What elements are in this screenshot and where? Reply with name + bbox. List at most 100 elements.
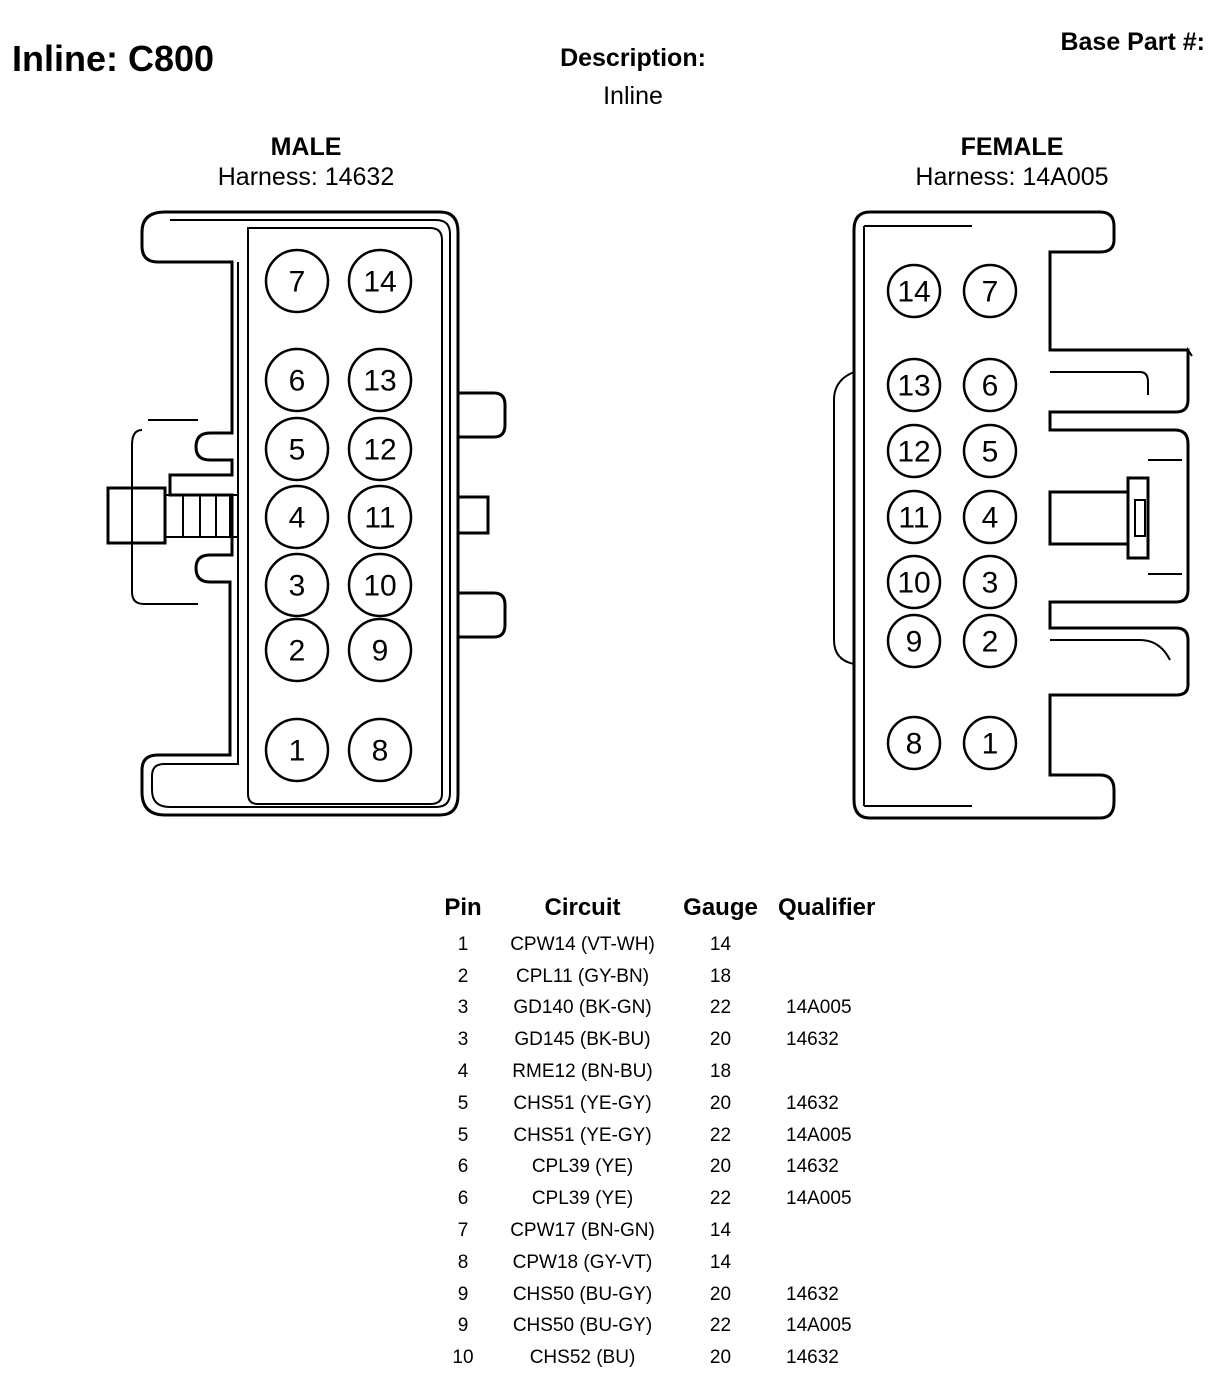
female-pin-2: 2 — [962, 613, 1018, 669]
cell-gauge: 22 — [709, 1188, 732, 1210]
cell-gauge: 20 — [709, 1283, 732, 1305]
cell-gauge: 20 — [709, 1092, 732, 1114]
female-pin-label: 6 — [982, 370, 999, 403]
male-pin-circle — [347, 552, 413, 618]
cell-pin: 1 — [457, 933, 469, 955]
cell-circuit: GD140 (BK-GN) — [513, 997, 652, 1019]
female-title: FEMALE — [960, 133, 1064, 161]
female-connector — [833, 210, 1193, 820]
cell-pin: 6 — [457, 1156, 469, 1178]
male-pin-circle — [264, 617, 330, 683]
female-pin-12: 12 — [886, 423, 942, 479]
cell-circuit: CPW17 (BN-GN) — [510, 1220, 655, 1242]
cell-circuit: RME12 (BN-BU) — [512, 1061, 653, 1083]
cell-circuit: CPL11 (GY-BN) — [515, 965, 650, 987]
male-pin-6: 6 — [264, 347, 330, 413]
female-pin-14: 14 — [886, 263, 942, 319]
cell-pin: 9 — [457, 1315, 469, 1337]
female-pin-11: 11 — [886, 489, 942, 545]
cell-qualifier: 14632 — [786, 1092, 839, 1114]
female-pin-label: 11 — [898, 502, 929, 535]
cell-pin: 8 — [457, 1251, 469, 1273]
male-pin-circle — [264, 416, 330, 482]
header-qualifier: Qualifier — [778, 894, 876, 921]
female-pin-label: 3 — [982, 567, 999, 600]
male-title: MALE — [270, 133, 342, 161]
cell-pin: 5 — [457, 1124, 469, 1146]
male-pin-5: 5 — [264, 416, 330, 482]
female-pin-label: 10 — [897, 567, 930, 600]
description-label: Description: — [560, 44, 706, 72]
male-pin-label: 7 — [289, 266, 306, 299]
male-pin-label: 1 — [289, 735, 306, 768]
female-pin-label: 12 — [897, 436, 930, 469]
female-pin-label: 8 — [906, 728, 923, 761]
cell-qualifier: 14632 — [786, 1156, 839, 1178]
female-pin-label: 13 — [897, 370, 930, 403]
female-pin-label: 2 — [982, 626, 999, 659]
cell-circuit: CHS50 (BU-GY) — [512, 1283, 653, 1305]
cell-pin: 10 — [452, 1347, 474, 1369]
male-pin-label: 10 — [363, 570, 396, 603]
male-pin-circle — [347, 416, 413, 482]
cell-pin: 5 — [457, 1092, 469, 1114]
cell-circuit: CHS51 (YE-GY) — [513, 1124, 652, 1146]
male-pin-label: 2 — [289, 635, 306, 668]
male-pin-label: 6 — [289, 365, 306, 398]
female-pin-label: 14 — [897, 276, 930, 309]
female-pin-circle — [962, 263, 1018, 319]
cell-gauge: 20 — [709, 1156, 732, 1178]
table-header-row: Pin Circuit Gauge Qualifier — [430, 893, 920, 929]
female-pin-circle — [962, 613, 1018, 669]
male-pin-circle — [347, 717, 413, 783]
male-pin-1: 1 — [264, 717, 330, 783]
male-pin-label: 9 — [372, 635, 389, 668]
cell-qualifier — [772, 1247, 920, 1279]
female-pin-circle — [962, 357, 1018, 413]
cell-gauge: 14 — [709, 933, 732, 955]
male-pin-label: 11 — [364, 502, 395, 535]
female-pin-circle — [886, 613, 942, 669]
cell-qualifier: 14632 — [786, 1283, 839, 1305]
female-pin-label: 5 — [982, 436, 999, 469]
cell-gauge: 22 — [709, 1315, 732, 1337]
cell-pin: 9 — [457, 1283, 469, 1305]
female-pin-7: 7 — [962, 263, 1018, 319]
female-harness: Harness: 14A005 — [915, 163, 1109, 191]
male-pin-circle — [264, 484, 330, 550]
male-pin-label: 4 — [289, 502, 306, 535]
male-pin-7: 7 — [264, 248, 330, 314]
female-pin-label: 7 — [982, 276, 999, 309]
female-pin-circle — [962, 554, 1018, 610]
cell-qualifier — [772, 1215, 920, 1247]
cell-gauge: 14 — [709, 1251, 732, 1273]
cell-gauge: 20 — [709, 1347, 732, 1369]
male-pin-3: 3 — [264, 552, 330, 618]
header-circuit: Circuit — [544, 894, 621, 921]
female-pin-circle — [886, 715, 942, 771]
page-title: Inline: C800 — [12, 38, 215, 79]
cell-qualifier — [772, 1056, 920, 1088]
female-pin-label: 1 — [982, 728, 999, 761]
base-part-label: Base Part #: — [1060, 28, 1205, 56]
male-pin-14: 14 — [347, 248, 413, 314]
female-pin-circle — [886, 489, 942, 545]
cell-circuit: GD145 (BK-BU) — [514, 1029, 651, 1051]
female-pin-8: 8 — [886, 715, 942, 771]
cell-circuit: CPL39 (YE) — [531, 1156, 634, 1178]
male-pin-12: 12 — [347, 416, 413, 482]
female-pin-circle — [886, 554, 942, 610]
male-pin-label: 5 — [289, 434, 306, 467]
male-pin-label: 8 — [372, 735, 389, 768]
male-pin-circle — [347, 484, 413, 550]
